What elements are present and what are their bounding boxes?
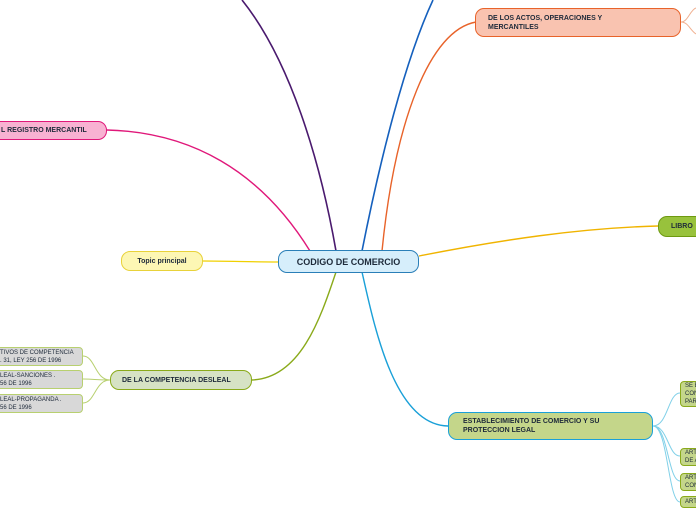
competencia-child-2-line2: 56 DE 1996	[0, 380, 32, 387]
competencia-child-2[interactable]: LEAL-SANCIONES . 56 DE 1996	[0, 370, 83, 389]
branch-topic-principal[interactable]: Topic principal	[121, 251, 203, 271]
establecimiento-child-1-line2: CON	[685, 391, 696, 397]
branch-registro-label: L REGISTRO MERCANTIL	[1, 127, 87, 134]
competencia-child-1-line2: . 31, LEY 256 DE 1996	[0, 357, 62, 364]
establecimiento-child-4[interactable]: ARTI	[680, 496, 696, 508]
establecimiento-child-3[interactable]: ARTI CON	[680, 473, 696, 491]
establecimiento-child-1-line3: PARA	[685, 399, 696, 405]
competencia-child-1[interactable]: TIVOS DE COMPETENCIA . 31, LEY 256 DE 19…	[0, 347, 83, 366]
establecimiento-child-3-line1: ARTI	[685, 475, 696, 481]
establecimiento-child-3-line2: CON	[685, 483, 696, 489]
central-topic-label: CODIGO DE COMERCIO	[296, 256, 401, 267]
establecimiento-child-1[interactable]: SE E CON PARA	[680, 381, 696, 407]
branch-registro[interactable]: L REGISTRO MERCANTIL	[0, 121, 107, 140]
branch-competencia-label: DE LA COMPETENCIA DESLEAL	[122, 376, 231, 384]
branch-libro-label: LIBRO	[671, 223, 693, 230]
branch-actos[interactable]: DE LOS ACTOS, OPERACIONES Y MERCANTILES	[475, 8, 681, 37]
competencia-child-2-line1: LEAL-SANCIONES .	[0, 372, 56, 379]
establecimiento-child-1-line1: SE E	[685, 383, 696, 389]
establecimiento-child-2-line2: DE A	[685, 458, 696, 464]
establecimiento-child-2-line1: ARTI	[685, 450, 696, 456]
competencia-child-3[interactable]: LEAL-PROPAGANDA . 56 DE 1996	[0, 394, 83, 413]
competencia-child-1-line1: TIVOS DE COMPETENCIA	[0, 349, 74, 356]
branch-establecimiento[interactable]: ESTABLECIMIENTO DE COMERCIO Y SU PROTECC…	[448, 412, 653, 440]
establecimiento-child-4-line1: ARTI	[685, 499, 696, 505]
establecimiento-child-2[interactable]: ARTI DE A	[680, 448, 696, 466]
branch-actos-label: DE LOS ACTOS, OPERACIONES Y MERCANTILES	[488, 14, 603, 31]
branch-libro[interactable]: LIBRO	[658, 216, 696, 237]
branch-competencia[interactable]: DE LA COMPETENCIA DESLEAL	[110, 370, 252, 390]
branch-topic-label: Topic principal	[137, 257, 187, 265]
competencia-child-3-line1: LEAL-PROPAGANDA .	[0, 396, 62, 403]
branch-establecimiento-label: ESTABLECIMIENTO DE COMERCIO Y SU PROTECC…	[463, 418, 600, 434]
competencia-child-3-line2: 56 DE 1996	[0, 404, 32, 411]
central-topic[interactable]: CODIGO DE COMERCIO	[278, 250, 419, 273]
